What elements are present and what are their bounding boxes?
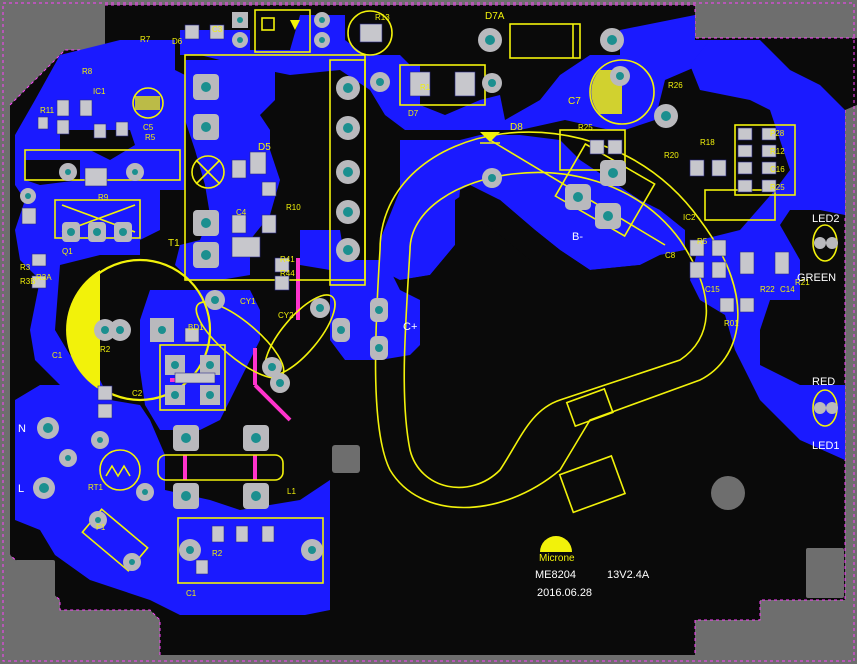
label-b-minus: B- (572, 231, 583, 243)
label-r8: R8 (82, 67, 93, 76)
label-r21: R21 (795, 278, 810, 287)
label-r3: R3 (20, 263, 31, 272)
pads (20, 12, 838, 571)
label-r20: R20 (664, 151, 679, 160)
smd-components (21, 23, 790, 575)
label-d7a: D7A (485, 11, 505, 22)
label-r7: R7 (140, 35, 151, 44)
label-n: N (18, 423, 26, 435)
label-c16: C16 (770, 165, 785, 174)
label-c7: C7 (568, 96, 581, 107)
label-r1: R1 (420, 83, 431, 92)
label-green: GREEN (797, 272, 836, 284)
label-r25b: R25 (770, 183, 785, 192)
label-c3: C3 (212, 25, 223, 34)
label-q1: Q1 (62, 247, 73, 256)
label-led2: LED2 (812, 213, 840, 225)
label-r2: R2 (100, 345, 111, 354)
label-r3a: R3A (36, 273, 52, 282)
label-cap-plus: C+ (403, 321, 417, 333)
label-rt1: RT1 (88, 483, 104, 492)
label-c15: C15 (705, 285, 720, 294)
label-r11: R11 (40, 106, 55, 115)
label-l: L (18, 483, 24, 495)
label-ic1: IC1 (93, 87, 106, 96)
part-number: ME8204 (535, 569, 576, 581)
label-ic2: IC2 (683, 213, 696, 222)
label-r13: R13 (375, 13, 390, 22)
label-r01: R01 (724, 319, 739, 328)
label-r3b: R3B (20, 277, 36, 286)
label-r26: R26 (668, 81, 683, 90)
label-r5b: R5 (697, 237, 708, 246)
label-red: RED (812, 376, 835, 388)
copper-clearance (25, 130, 690, 300)
label-r10: R10 (286, 203, 301, 212)
label-c8: C8 (665, 251, 676, 260)
label-d8: D8 (510, 122, 523, 133)
label-p28: P28 (770, 129, 785, 138)
label-bd1: BD1 (188, 323, 204, 332)
label-d6: D6 (172, 37, 183, 46)
date: 2016.06.28 (537, 587, 592, 599)
label-r41: R41 (280, 255, 295, 264)
label-r12: R12 (770, 147, 785, 156)
label-led1: LED1 (812, 440, 840, 452)
label-r9: R9 (98, 193, 109, 202)
rating: 13V2.4A (607, 569, 650, 581)
mounting-holes (15, 445, 844, 605)
label-r5: R5 (145, 133, 156, 142)
labels: C3 R13 D7A D6 R7 R8 IC1 R11 C5 R5 R9 C4 … (18, 11, 840, 599)
label-c14: C14 (780, 285, 795, 294)
maker-logo-text: Microne (539, 553, 575, 564)
label-r22: R22 (760, 285, 775, 294)
label-c5: C5 (143, 123, 154, 132)
label-c1b: C1 (186, 589, 197, 598)
label-c4: C4 (236, 208, 247, 217)
label-t1: T1 (168, 238, 180, 249)
label-r2b: R2 (212, 549, 223, 558)
label-cy2: CY2 (278, 311, 294, 320)
label-r18: R18 (700, 138, 715, 147)
label-l1: L1 (287, 487, 296, 496)
label-d5: D5 (258, 142, 271, 153)
label-f1: F1 (96, 523, 106, 532)
label-c2: C2 (132, 389, 143, 398)
label-d7: D7 (408, 109, 419, 118)
label-cy1: CY1 (240, 297, 256, 306)
label-r25: R25 (578, 123, 593, 132)
label-r44: R44 (280, 269, 295, 278)
label-c1: C1 (52, 351, 63, 360)
